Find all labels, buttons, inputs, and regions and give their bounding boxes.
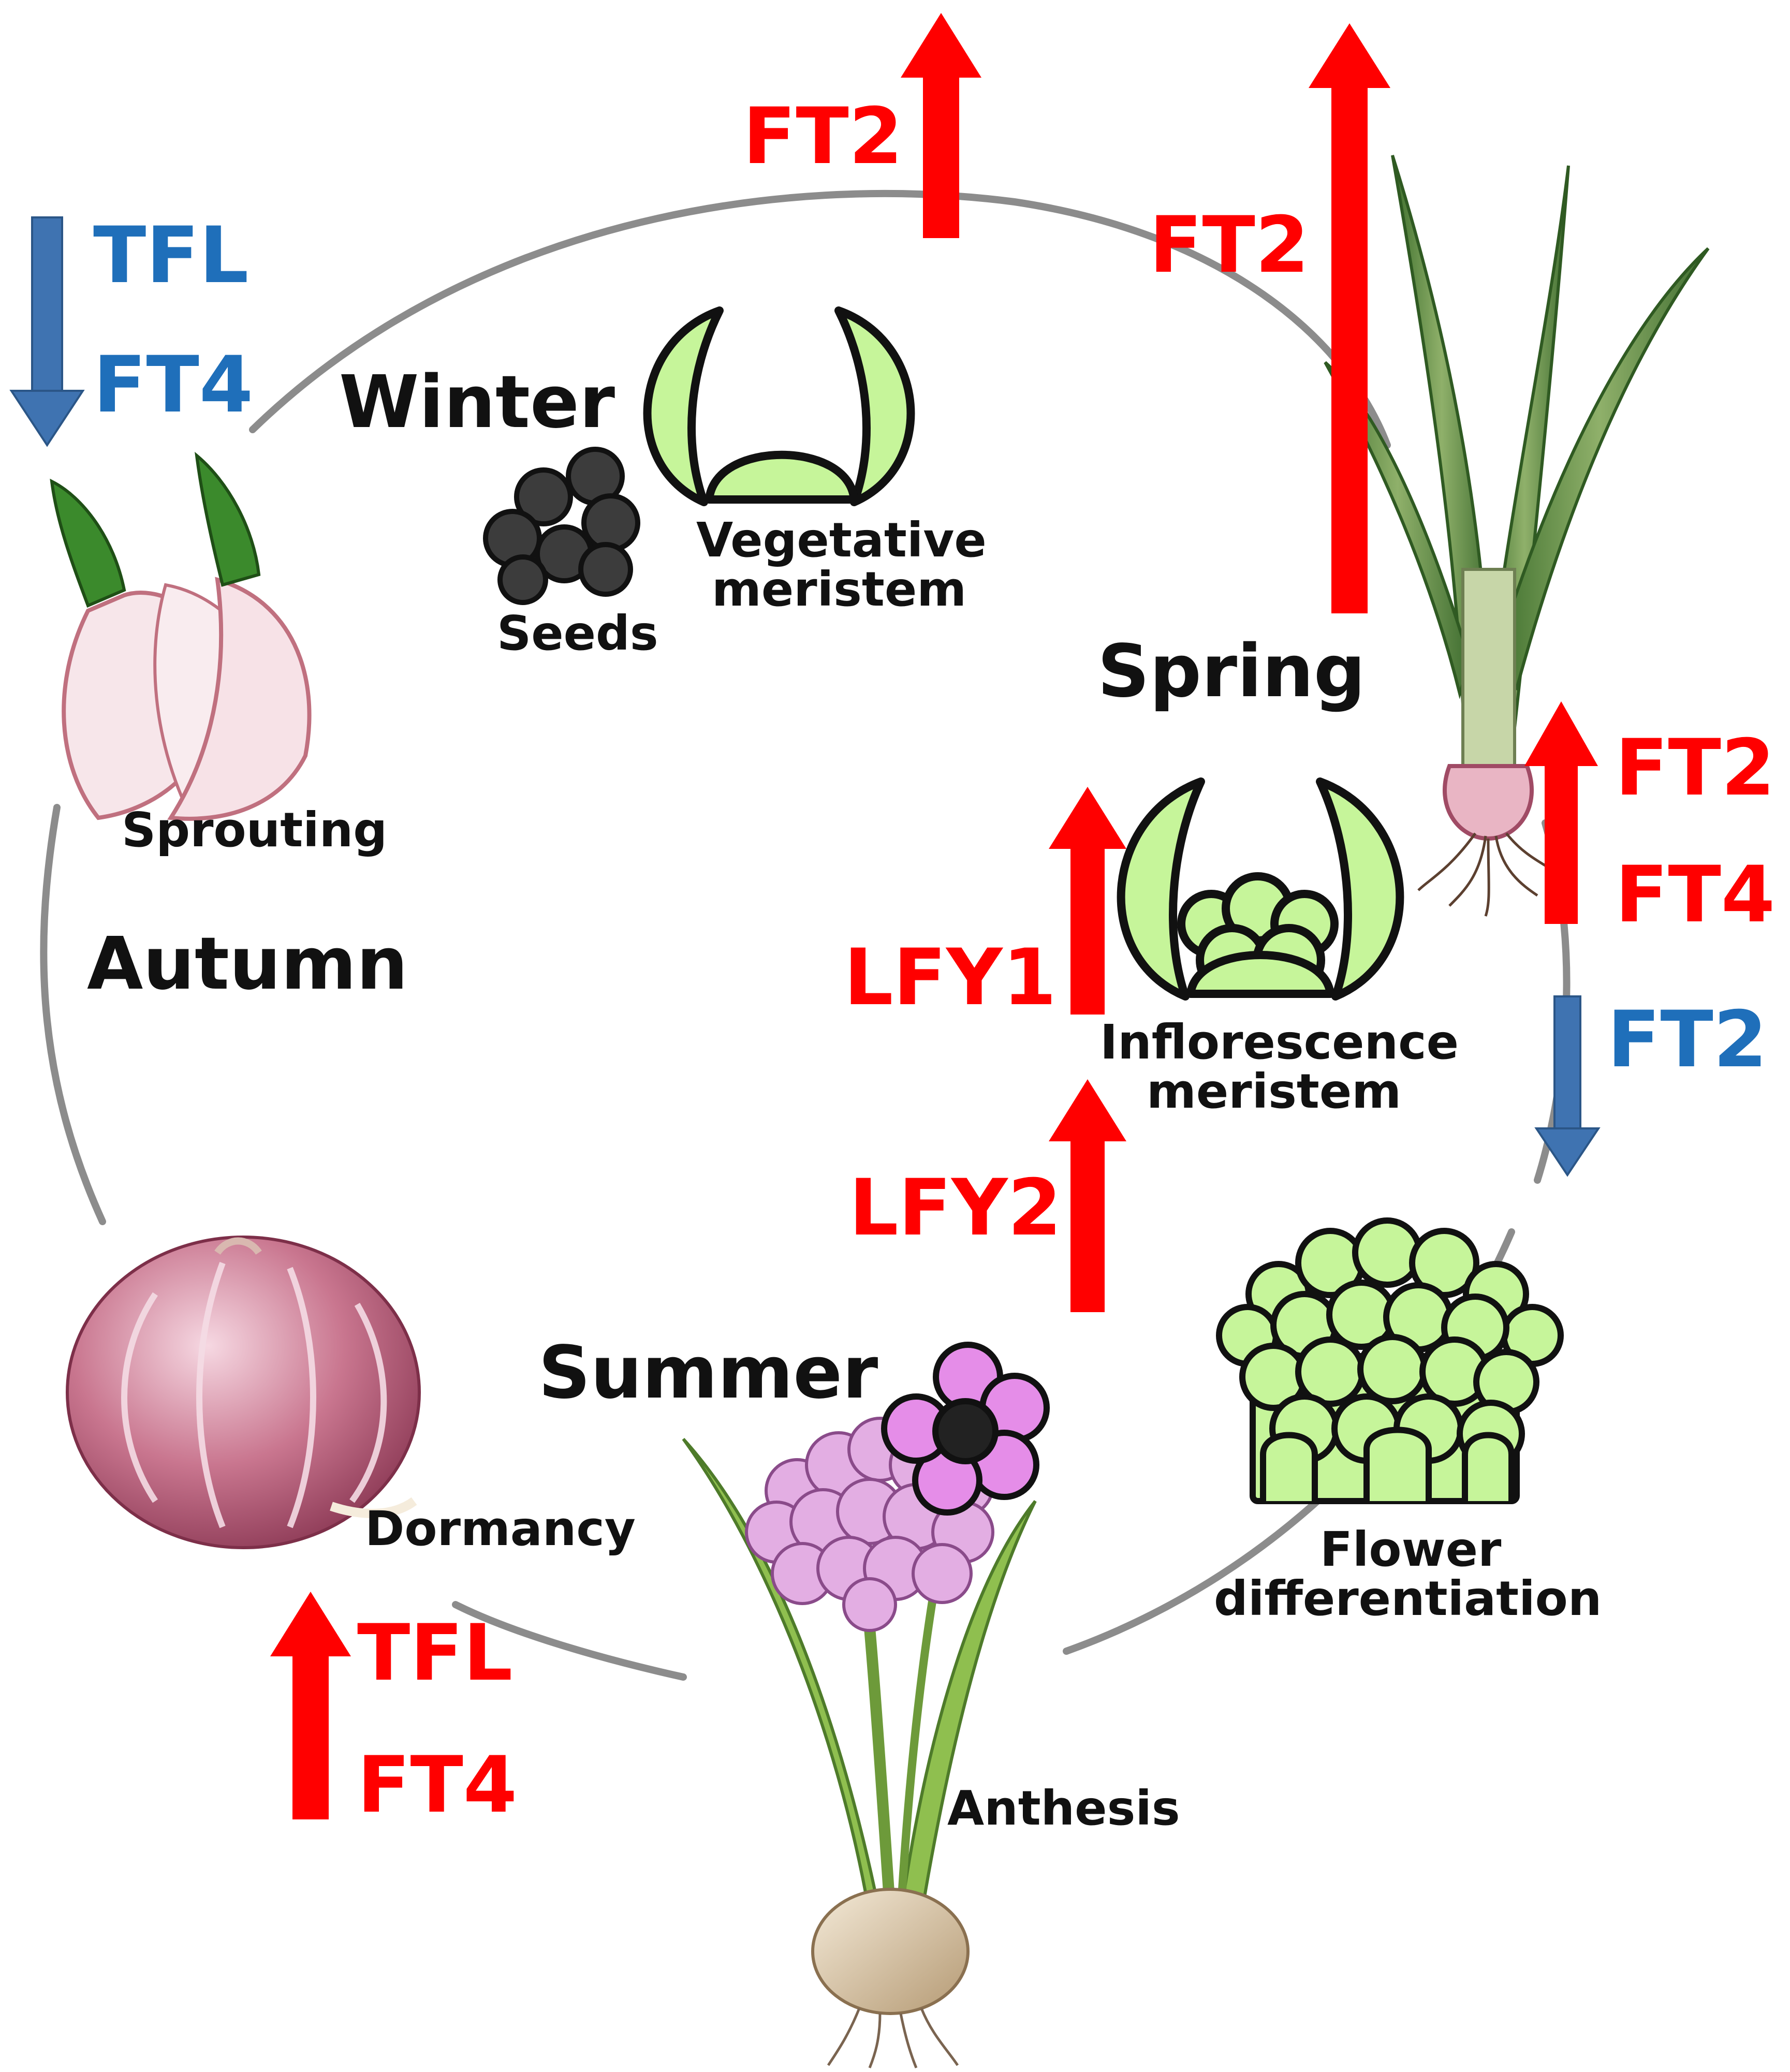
inflorescence-meristem-icon	[1117, 777, 1404, 1001]
inflorescence-label-line1: Inflorescence	[1100, 1015, 1459, 1070]
season-labels: Winter Spring Summer Autumn	[87, 360, 1366, 1415]
vegetative-meristem-icon	[643, 306, 915, 506]
flower-differentiation-icon	[1216, 1217, 1564, 1504]
gene-label-dormancy-tfl: TFL	[357, 1608, 512, 1698]
gene-label-flower-ft2: FT2	[1607, 995, 1767, 1085]
summer-label: Summer	[538, 1331, 878, 1415]
flower-ft2-down-arrow	[1534, 995, 1601, 1177]
spring-ft2-long-up-arrow	[1309, 23, 1390, 613]
gene-labels: FT2 FT2 FT2 FT4 FT2 LFY1 LFY2 TFL FT4 TF…	[93, 92, 1775, 1830]
garlic-bulb-dormancy-image	[66, 1236, 421, 1549]
lfy2-up-arrow	[1049, 1079, 1126, 1312]
anthesis-label: Anthesis	[947, 1781, 1180, 1836]
dormancy-tfl-ft4-up-arrow	[270, 1592, 351, 1819]
sprouting-cloves-image	[50, 451, 312, 821]
vegetative-label-line1: Vegetative	[696, 512, 987, 568]
gene-label-top-ft2-a: FT2	[743, 92, 903, 182]
gene-label-lfy2: LFY2	[849, 1163, 1062, 1253]
vegetative-label-line2: meristem	[712, 562, 966, 617]
spring-ft2-ft4-up-arrow	[1524, 701, 1598, 924]
lfy1-up-arrow	[1049, 787, 1126, 1015]
autumn-label: Autumn	[87, 922, 408, 1006]
gene-label-top-ft2-b: FT2	[1149, 200, 1309, 290]
seeds-label: Seeds	[497, 606, 658, 661]
sprouting-tfl-ft4-down-arrow	[9, 216, 85, 447]
pink-flower-cluster	[745, 1417, 994, 1632]
green-garlic-plant-image	[1324, 155, 1710, 917]
top-ft2-up-arrow	[901, 13, 981, 238]
sprouting-label: Sprouting	[122, 802, 387, 858]
stage-labels: Seeds Vegetative meristem Inflorescence …	[122, 512, 1602, 1836]
purple-flower-icon	[881, 1342, 1050, 1516]
gene-label-sprout-ft4: FT4	[93, 340, 253, 430]
inflorescence-label-line2: meristem	[1147, 1064, 1401, 1119]
gene-label-spring-ft4: FT4	[1615, 850, 1775, 940]
dormancy-label: Dormancy	[365, 1501, 636, 1556]
gene-label-sprout-tfl: TFL	[93, 211, 248, 301]
spring-label: Spring	[1097, 629, 1366, 714]
seeds-cluster	[483, 447, 640, 605]
flower-label-line1: Flower	[1320, 1522, 1502, 1577]
flowering-garlic-plant-image	[682, 1342, 1050, 2068]
gene-label-dormancy-ft4: FT4	[357, 1740, 517, 1830]
gene-label-lfy1: LFY1	[844, 933, 1057, 1023]
gene-label-spring-ft2: FT2	[1615, 723, 1775, 813]
flower-label-line2: differentiation	[1214, 1571, 1602, 1626]
winter-label: Winter	[339, 360, 615, 445]
